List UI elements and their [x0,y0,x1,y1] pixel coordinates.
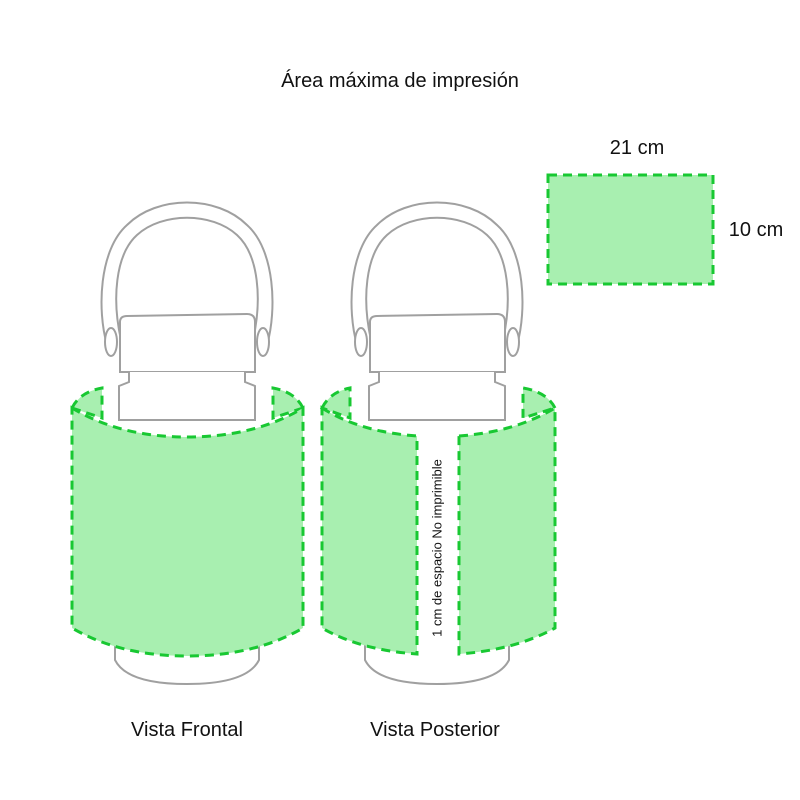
back-bottle [319,201,558,685]
front-view-label: Vista Frontal [131,719,243,741]
back-print-area-right [457,405,557,656]
diagram-title: Área máxima de impresión [281,70,519,92]
back-view-label: Vista Posterior [370,719,500,741]
front-print-area [70,405,305,658]
gap-note: 1 cm de espacio No imprimible [429,459,445,637]
back-print-area-left [320,405,419,656]
width-label: 21 cm [609,137,665,159]
height-label: 10 cm [728,219,784,241]
print-area-swatch [546,173,715,286]
front-bottle [69,201,306,685]
